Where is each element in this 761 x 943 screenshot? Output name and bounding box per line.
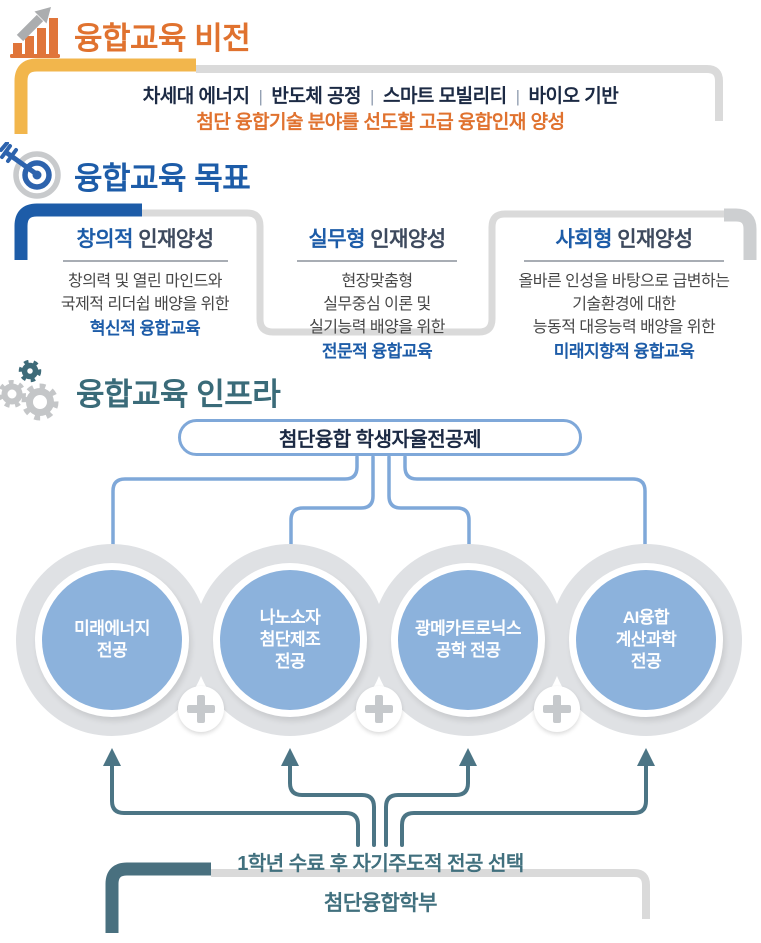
major-label-line: 전공 xyxy=(96,641,128,660)
vision-field: 반도체 공정 xyxy=(271,86,362,107)
goal-column-title: 창의적 인재양성 xyxy=(30,227,260,253)
plus-icon xyxy=(178,686,224,732)
target-arrow-icon xyxy=(0,142,61,199)
major-circle-opto-mechatronics: 광메카트로닉스 공학 전공 xyxy=(398,570,538,710)
goal-column-creative: 창의적 인재양성 창의력 및 열린 마인드와 국제적 리더쉽 배양을 위한 혁신… xyxy=(30,227,260,341)
department-bracket-teal xyxy=(105,862,211,933)
major-circle-future-energy: 미래에너지 전공 xyxy=(42,570,182,710)
goal-column-social: 사회형 인재양성 올바른 인성을 바탕으로 급변하는 기술환경에 대한 능동적 … xyxy=(494,227,754,364)
vision-bracket-gray xyxy=(196,65,723,121)
vision-field: 바이오 기반 xyxy=(528,86,619,107)
plus-icon xyxy=(534,686,580,732)
vision-field: 차세대 에너지 xyxy=(142,86,250,107)
vision-section-title: 융합교육 비전 xyxy=(74,21,251,56)
major-label-line: 공학 전공 xyxy=(435,641,501,660)
major-label-line: 광메카트로닉스 xyxy=(415,619,521,638)
major-label-line: 나노소자 xyxy=(259,608,321,627)
goal-body: 현장맞춤형 실무중심 이론 및 실기능력 배양을 위한 xyxy=(277,270,477,339)
program-pill: 첨단융합 학생자율전공제 xyxy=(178,419,582,456)
goal-body-line: 능동적 대응능력 배양을 위한 xyxy=(532,318,716,336)
goal-emphasis: 전문적 융합교육 xyxy=(321,341,433,361)
goal-column-title: 사회형 인재양성 xyxy=(494,227,754,253)
divider xyxy=(524,260,724,262)
vision-banner: 차세대 에너지 | 반도체 공정 | 스마트 모빌리티 | 바이오 기반 첨단 융합기술 분… xyxy=(0,85,761,134)
goals-bracket-blue xyxy=(14,203,142,260)
goal-body-line: 기술환경에 대한 xyxy=(572,295,676,313)
goal-title-highlight: 사회형 xyxy=(555,228,612,251)
goal-emphasis: 혁신적 융합교육 xyxy=(89,318,201,338)
program-connectors xyxy=(111,455,647,551)
divider xyxy=(297,260,457,262)
goal-body-line: 실무중심 이론 및 xyxy=(323,295,431,313)
field-separator: | xyxy=(258,87,263,106)
goal-body-line: 창의력 및 열린 마인드와 xyxy=(67,272,223,290)
goal-column-title: 실무형 인재양성 xyxy=(277,227,477,253)
field-separator: | xyxy=(515,87,520,106)
vision-bracket-yellow xyxy=(14,58,196,134)
vision-fields: 차세대 에너지 | 반도체 공정 | 스마트 모빌리티 | 바이오 기반 xyxy=(0,85,761,108)
major-label-line: AI융합 xyxy=(622,608,670,627)
department-label: 첨단융합학부 xyxy=(324,892,437,915)
goal-body-line: 국제적 리더쉽 배양을 위한 xyxy=(60,295,230,313)
goal-title-suffix: 인재양성 xyxy=(611,228,693,251)
plus-icon xyxy=(356,686,402,732)
program-pill-label: 첨단융합 학생자율전공제 xyxy=(279,429,481,451)
major-circle-ai-computational: AI융합 계산과학 전공 xyxy=(576,570,716,710)
major-label-line: 전공 xyxy=(274,652,306,671)
goal-title-highlight: 실무형 xyxy=(308,228,365,251)
goal-title-suffix: 인재양성 xyxy=(364,228,446,251)
vision-subtitle: 첨단 융합기술 분야를 선도할 고급 융합인재 양성 xyxy=(196,112,565,133)
field-separator: | xyxy=(370,87,374,106)
major-label-line: 미래에너지 xyxy=(74,619,150,638)
goal-body-line: 현장맞춤형 xyxy=(341,272,413,290)
goal-body-line: 올바른 인성을 바탕으로 급변하는 xyxy=(518,272,730,290)
gears-icon xyxy=(0,360,59,421)
goals-bracket-gray-right xyxy=(724,208,757,260)
goal-body-line: 실기능력 배양을 위한 xyxy=(309,318,445,336)
goals-frame-gray xyxy=(142,209,728,336)
major-label-line: 첨단제조 xyxy=(259,630,321,649)
goal-emphasis: 미래지향적 융합교육 xyxy=(553,341,695,361)
goal-body: 창의력 및 열린 마인드와 국제적 리더쉽 배양을 위한 xyxy=(30,270,260,316)
goal-title-suffix: 인재양성 xyxy=(132,228,214,251)
selection-arrows xyxy=(103,748,655,847)
major-label-line: 전공 xyxy=(630,652,662,671)
selection-note: 1학년 수료 후 자기주도적 전공 선택 xyxy=(237,853,524,875)
divider xyxy=(62,260,228,262)
goal-body: 올바른 인성을 바탕으로 급변하는 기술환경에 대한 능동적 대응능력 배양을 … xyxy=(494,270,754,339)
goals-section-title: 융합교육 목표 xyxy=(74,161,251,196)
goal-title-highlight: 창의적 xyxy=(76,228,133,251)
bar-chart-growth-icon xyxy=(10,7,60,58)
major-label-line: 계산과학 xyxy=(615,630,677,649)
major-circle-nano-device: 나노소자 첨단제조 전공 xyxy=(220,570,360,710)
department-bracket-gray xyxy=(211,869,650,919)
goal-column-practical: 실무형 인재양성 현장맞춤형 실무중심 이론 및 실기능력 배양을 위한 전문적… xyxy=(277,227,477,364)
infra-section-title: 융합교육 인프라 xyxy=(76,377,281,412)
vision-field: 스마트 모빌리티 xyxy=(382,86,507,107)
